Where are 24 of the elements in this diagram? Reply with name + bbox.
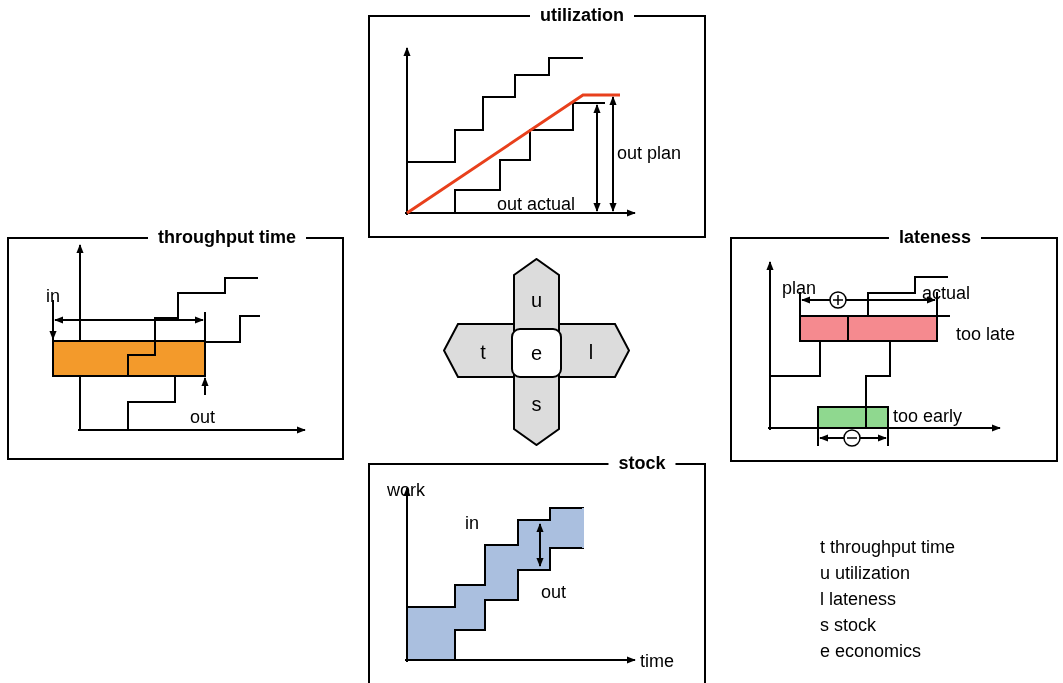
key-entry: l lateness <box>820 588 897 610</box>
chart-label: out plan <box>617 143 682 163</box>
chart-label: out <box>541 582 567 602</box>
chart-label: actual <box>922 283 971 303</box>
key-entry: e economics <box>820 640 922 662</box>
key-entry: u utilization <box>820 562 911 584</box>
chart-label: too late <box>956 324 1016 344</box>
chart-label: out <box>190 407 216 427</box>
chart-label: plan <box>782 278 817 298</box>
key-entry: t throughput time <box>820 536 956 558</box>
arm-letter: l <box>588 341 594 363</box>
arm-letter: t <box>480 341 486 363</box>
chart-label: time <box>640 651 674 671</box>
chart-label: too early <box>893 406 963 426</box>
arrow-arm <box>558 323 630 378</box>
key-entry: s stock <box>820 614 876 636</box>
center-square <box>511 328 562 378</box>
arm-letter: u <box>530 289 543 311</box>
arm-letter: e <box>530 342 543 364</box>
chart-label: in <box>465 513 479 533</box>
chart-label: in <box>46 286 60 306</box>
chart-label: out actual <box>497 194 576 214</box>
arm-letter: s <box>531 393 542 415</box>
arrow-arm <box>443 323 515 378</box>
